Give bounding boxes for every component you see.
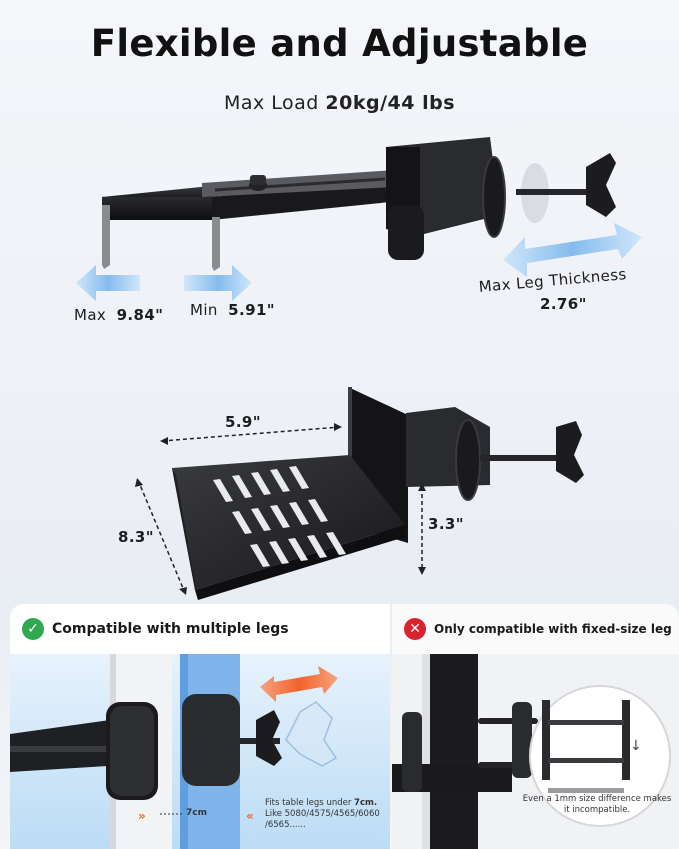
min-length-label: Min 5.91" [190,301,275,319]
svg-text:»: » [138,809,146,823]
compatible-heading: Compatible with multiple legs [52,621,289,637]
gap-width-label: 7cm [186,808,207,818]
max-length-label: Max 9.84" [74,306,163,324]
svg-text:↓: ↓ [630,738,642,754]
tray-depth-label: 8.3" [118,528,154,546]
tray-illustration [135,387,584,600]
max-leg-thickness-value: 2.76" [540,295,587,313]
max-load-label: Max Load 20kg/44 lbs [0,92,679,114]
min-text: Min [190,301,218,319]
check-icon: ✓ [22,618,44,640]
incompatible-header: ✕ Only compatible with fixed-size leg [392,604,679,654]
max-load-prefix: Max Load [223,92,326,114]
compatible-note-prefix: Fits table legs under [265,798,355,808]
incompatible-heading: Only compatible with fixed-size leg [434,622,672,636]
tray-width-label: 5.9" [225,413,261,431]
cross-icon: ✕ [404,618,426,640]
compatible-note-bold: 7cm. [354,798,378,808]
incompatible-illustration: ↓ [392,654,679,849]
compatible-header: ✓ Compatible with multiple legs [10,604,390,654]
compatible-note-rest: Like 5080/4575/4565/6060 /6565...... [265,809,380,830]
tray-height-label: 3.3" [428,515,464,533]
incompatible-panel: ✕ Only compatible with fixed-size leg ↓ … [392,604,679,849]
svg-text:«: « [246,809,254,823]
compatible-note: Fits table legs under 7cm. Like 5080/457… [265,798,389,831]
compatible-illustration: » « [10,654,390,849]
page-title: Flexible and Adjustable [90,22,589,65]
arm-illustration [76,137,642,301]
max-load-value: 20kg/44 lbs [325,92,456,114]
min-value: 5.91" [228,301,275,319]
compatible-panel: ✓ Compatible with multiple legs [10,604,390,849]
max-text: Max [74,306,107,324]
max-value: 9.84" [116,306,164,324]
incompatible-note: Even a 1mm size difference makes it inco… [522,794,672,815]
